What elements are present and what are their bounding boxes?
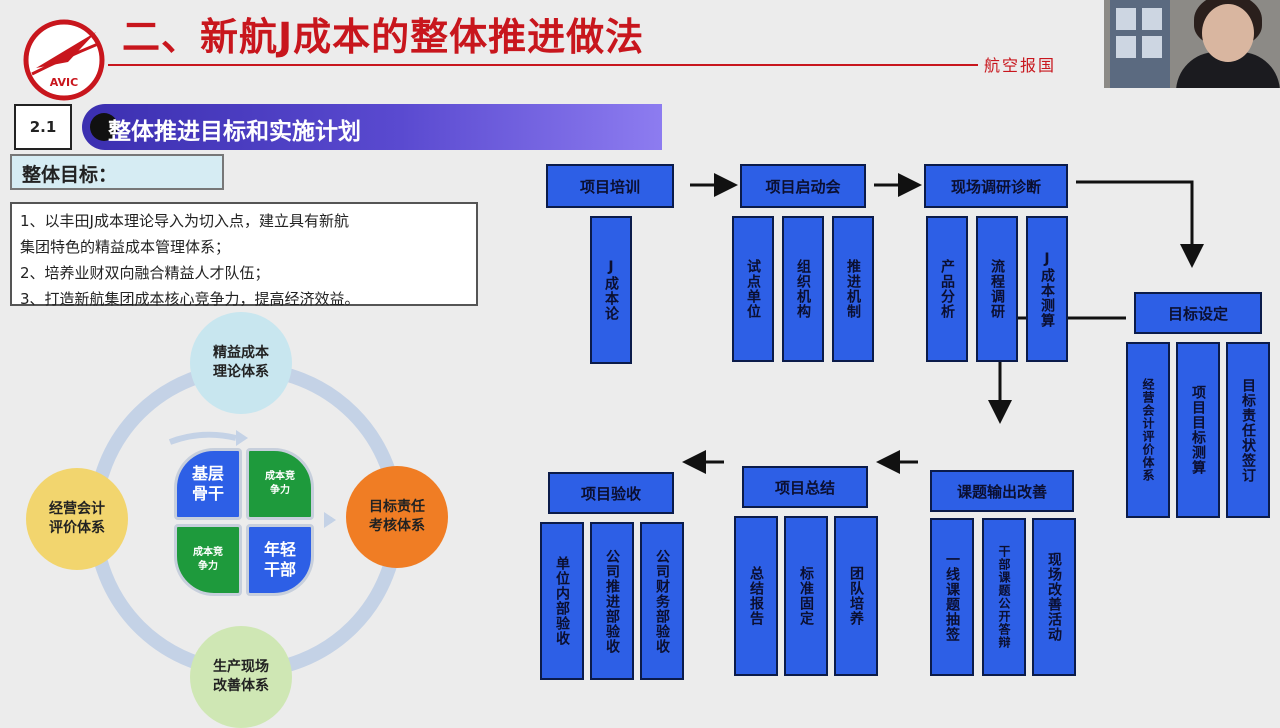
section-title: 整体推进目标和实施计划 bbox=[108, 119, 361, 145]
flow-survey-sub: 流程调研 bbox=[976, 216, 1018, 362]
flow-acceptance-sub: 公司推进部验收 bbox=[590, 522, 634, 680]
quadrant-cost-bottom: 成本竞争力 bbox=[174, 524, 242, 596]
flow-kickoff-sub: 组织机构 bbox=[782, 216, 824, 362]
flow-output: 课题输出改善 bbox=[930, 470, 1074, 512]
flow-kickoff: 项目启动会 bbox=[740, 164, 866, 208]
goal-line: 1、以丰田J成本理论导入为切入点，建立具有新航 bbox=[20, 212, 349, 230]
flow-survey: 现场调研诊断 bbox=[924, 164, 1068, 208]
flow-output-sub: 干部课题公开答辩 bbox=[982, 518, 1026, 676]
flow-output-sub: 一线课题抽签 bbox=[930, 518, 974, 676]
node-left: 经营会计评价体系 bbox=[26, 468, 128, 570]
flow-target-sub: 目标责任状签订 bbox=[1226, 342, 1270, 518]
quadrant-grassroots: 基层骨干 bbox=[174, 448, 242, 520]
flow-acceptance-sub: 单位内部验收 bbox=[540, 522, 584, 680]
flow-acceptance-sub: 公司财务部验收 bbox=[640, 522, 684, 680]
flow-survey-sub: 产品分析 bbox=[926, 216, 968, 362]
goal-line: 2、培养业财双向融合精益人才队伍； bbox=[20, 264, 270, 282]
section-bar: 整体推进目标和实施计划 bbox=[82, 104, 662, 150]
flow-target-sub: 经营会计评价体系 bbox=[1126, 342, 1170, 518]
flow-summary-sub: 总结报告 bbox=[734, 516, 778, 676]
window-background bbox=[1110, 0, 1170, 88]
goals-box: 1、以丰田J成本理论导入为切入点，建立具有新航 集团特色的精益成本管理体系； 2… bbox=[10, 202, 478, 308]
flow-training-sub: J成本论 bbox=[590, 216, 632, 364]
page-title: 二、新航J成本的整体推进做法 bbox=[122, 15, 645, 59]
flow-kickoff-sub: 推进机制 bbox=[832, 216, 874, 362]
webcam-video[interactable] bbox=[1104, 0, 1280, 88]
quadrant-cost-top: 成本竞争力 bbox=[246, 448, 314, 520]
node-top: 精益成本理论体系 bbox=[190, 312, 292, 414]
flow-target-sub: 项目目标测算 bbox=[1176, 342, 1220, 518]
goal-line: 3、打造新航集团成本核心竞争力，提高经济效益。 bbox=[20, 290, 360, 308]
presenter-face bbox=[1202, 4, 1254, 62]
flow-summary-sub: 标准固定 bbox=[784, 516, 828, 676]
flow-acceptance: 项目验收 bbox=[548, 472, 674, 514]
title-divider bbox=[108, 64, 978, 66]
slogan: 航空报国 bbox=[984, 56, 1057, 75]
flow-summary: 项目总结 bbox=[742, 466, 868, 508]
flow-target: 目标设定 bbox=[1134, 292, 1262, 334]
node-bottom: 生产现场改善体系 bbox=[190, 626, 292, 728]
avic-logo: AVIC bbox=[23, 19, 105, 101]
quadrant-young-cadre: 年轻干部 bbox=[246, 524, 314, 596]
flow-kickoff-sub: 试点单位 bbox=[732, 216, 774, 362]
goals-heading: 整体目标： bbox=[10, 154, 224, 190]
svg-text:AVIC: AVIC bbox=[50, 76, 78, 89]
flow-output-sub: 现场改善活动 bbox=[1032, 518, 1076, 676]
flow-survey-sub: J成本测算 bbox=[1026, 216, 1068, 362]
goal-line: 集团特色的精益成本管理体系； bbox=[20, 238, 231, 256]
node-right: 目标责任考核体系 bbox=[346, 466, 448, 568]
flow-summary-sub: 团队培养 bbox=[834, 516, 878, 676]
section-number: 2.1 bbox=[14, 104, 72, 150]
flow-training: 项目培训 bbox=[546, 164, 674, 208]
section-dot bbox=[90, 113, 118, 141]
